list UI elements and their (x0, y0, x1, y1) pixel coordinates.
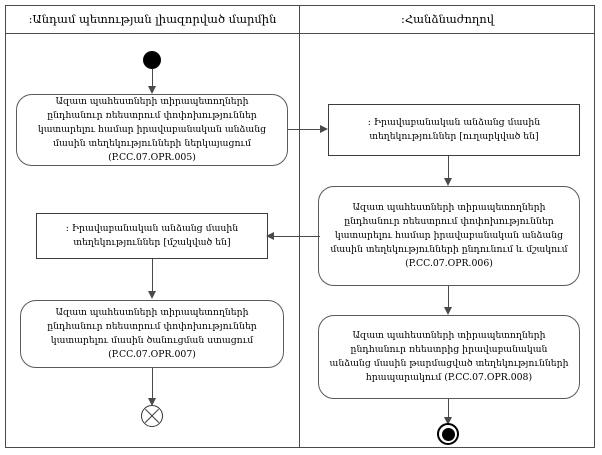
swimlane-vertical-divider (299, 5, 300, 448)
activity-final-inner-disc (441, 427, 455, 441)
activity-final-node (437, 423, 459, 445)
edge-object-sent-to-opr006 (448, 156, 449, 180)
edge-opr007-to-flow-final (152, 368, 153, 400)
object-node-sent[interactable]: : Իրավաբանական անձանց մասին տեղեկություն… (328, 104, 580, 156)
action-node-opr007[interactable]: Ազատ պահեստների տիրապետողների ընդհանուր … (20, 300, 284, 368)
edge-object-processed-to-opr007 (152, 259, 153, 293)
edge-opr006-to-object-processed (268, 236, 320, 237)
swimlane-header-separator (5, 33, 595, 34)
arrowhead-opr008-to-activity-final (443, 417, 452, 425)
arrowhead-opr006-to-opr008 (443, 307, 452, 315)
arrowhead-initial-to-opr005 (147, 86, 156, 94)
arrowhead-object-processed-to-opr007 (147, 291, 156, 299)
initial-node (143, 51, 161, 69)
edge-opr006-to-opr008 (448, 286, 449, 309)
object-node-processed[interactable]: : Իրավաբանական անձանց մասին տեղեկություն… (36, 213, 268, 259)
swimlane-frame (5, 5, 595, 448)
action-node-opr005[interactable]: Ազատ պահեստների տիրապետողների ընդհանուր … (16, 94, 288, 166)
action-node-opr008[interactable]: Ազատ պահեստների տիրապետողների ընդհանուր … (318, 315, 580, 399)
edge-opr008-to-activity-final (448, 399, 449, 419)
arrowhead-object-sent-to-opr006 (443, 178, 452, 186)
arrowhead-opr005-to-object-sent (320, 124, 328, 133)
arrowhead-opr007-to-flow-final (147, 398, 156, 406)
action-node-opr006[interactable]: Ազատ պահեստների տիրապետողների ընդհանուր … (318, 186, 580, 286)
edge-opr005-to-object-sent (288, 129, 322, 130)
edge-initial-to-opr005 (152, 69, 153, 88)
swimlane-title-right: :Հանձնաժողով (400, 12, 495, 26)
swimlane-title-left: :Անդամ պետության լիազորված մարմին (28, 12, 277, 26)
arrowhead-opr006-to-object-processed (266, 231, 274, 240)
flow-final-node (141, 405, 163, 427)
